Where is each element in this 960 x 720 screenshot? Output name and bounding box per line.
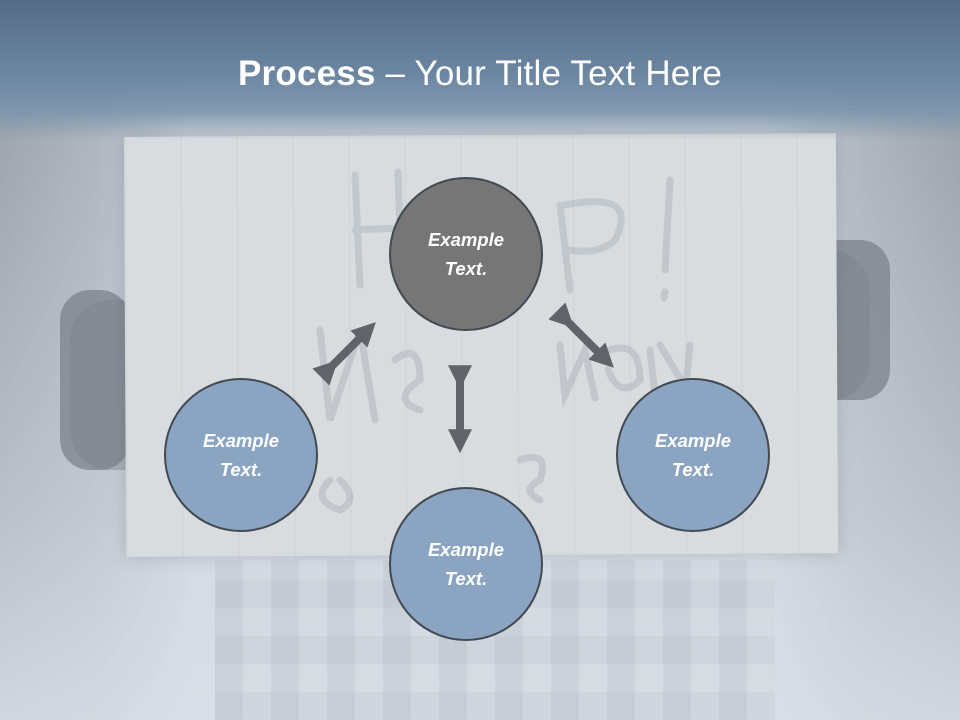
process-step-top-label: Example Text. [427,229,505,279]
slide-title: Process – Your Title Text Here [0,52,960,96]
process-step-right-label: Example Text. [654,430,732,480]
arrow-top-left [312,322,376,386]
process-step-bottom-label: Example Text. [427,539,505,589]
title-bold: Process [238,54,376,93]
process-step-bottom[interactable]: Example Text. [389,487,543,641]
title-rest: – Your Title Text Here [375,54,722,93]
left-glove-shape [60,290,130,470]
process-step-top[interactable]: Example Text. [389,177,543,331]
process-step-left[interactable]: Example Text. [164,378,318,532]
process-step-left-label: Example Text. [202,430,280,480]
arrow-top-right [548,302,614,368]
process-step-right[interactable]: Example Text. [616,378,770,532]
title-banner [0,0,960,140]
